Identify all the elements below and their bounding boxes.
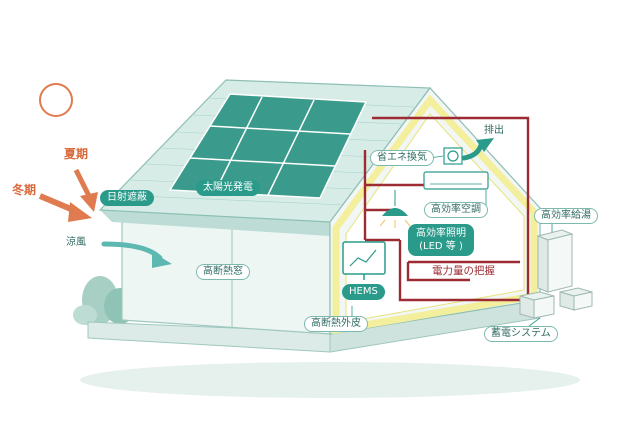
label-storage-system: 蓄電システム: [484, 326, 558, 342]
label-power-monitoring: 電力量の把握: [432, 265, 495, 277]
label-led-note: (LED 等 ): [419, 241, 463, 252]
roof-eave: [100, 210, 330, 236]
gable-interior: [345, 113, 525, 323]
label-solar-power: 太陽光発電: [196, 180, 260, 196]
air-conditioner-icon: [423, 171, 489, 190]
label-high-efficiency-lighting-main: 高効率照明: [416, 228, 466, 239]
cool-breeze-arrowhead: [152, 252, 172, 268]
sun-icon: [39, 83, 73, 117]
solar-panel: [168, 93, 368, 199]
label-high-efficiency-ac: 高効率空調: [424, 202, 488, 218]
label-cool-breeze: 涼風: [66, 237, 86, 248]
label-exhaust: 排出: [484, 125, 504, 136]
hems-monitor-icon: [342, 241, 386, 280]
label-winter: 冬期: [12, 183, 37, 197]
label-hems: HEMS: [342, 284, 385, 300]
battery-storage-icon: [519, 287, 593, 319]
label-high-efficiency-lighting: 高効率照明 (LED 等 ): [408, 224, 474, 256]
label-solar-shading: 日射遮蔽: [100, 190, 154, 206]
ceiling-lamp-icon: [379, 190, 411, 228]
label-summer: 夏期: [64, 147, 89, 161]
water-heater-icon: [536, 229, 574, 293]
label-energy-saving-ventilation: 省エネ換気: [370, 150, 434, 166]
exhaust-arrowhead: [476, 138, 494, 152]
label-insulated-exterior-wall: 高断熱外皮: [304, 316, 368, 332]
summer-sun-arrow: [73, 168, 98, 212]
insulation-frame: [332, 94, 538, 335]
ground-shadow: [80, 362, 580, 398]
label-insulated-window: 高断熱窓: [196, 264, 250, 280]
ventilation-fan-icon: [443, 147, 463, 165]
label-high-efficiency-water-heater: 高効率給湯: [534, 208, 598, 224]
winter-sun-arrow: [38, 193, 92, 222]
